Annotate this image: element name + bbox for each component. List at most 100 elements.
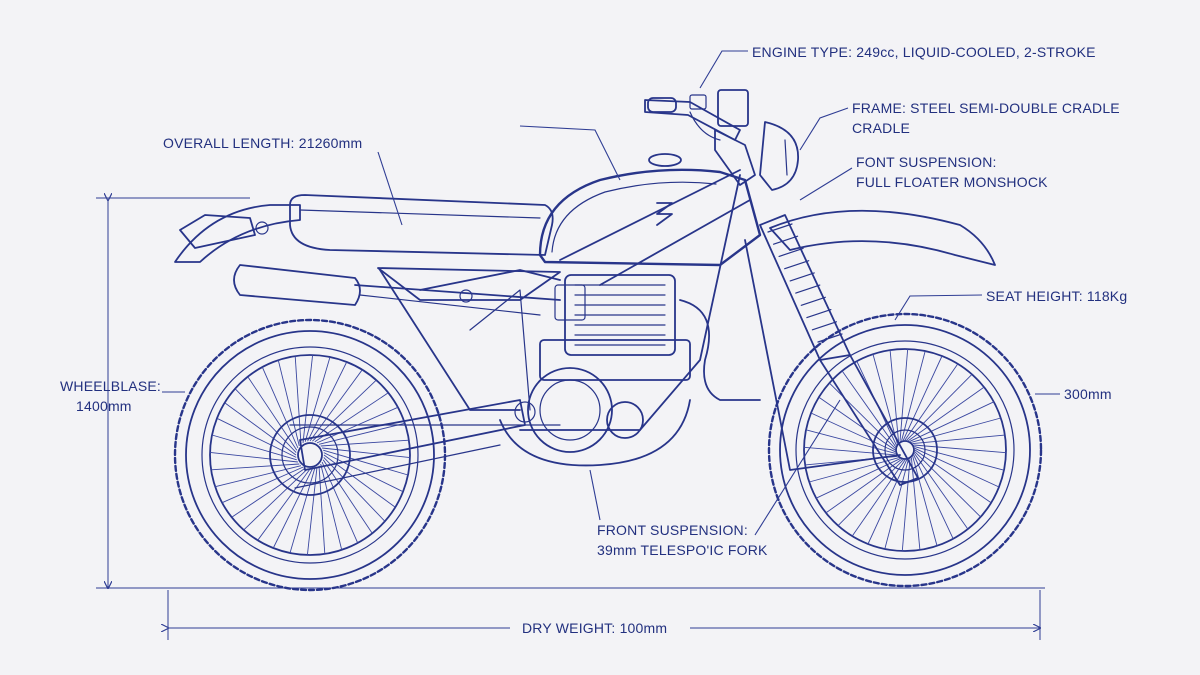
wheel-spoke <box>312 379 377 442</box>
front-suspension-label-line2: 39mm TELESPO'IC FORK <box>597 542 768 558</box>
wheel-spoke <box>914 446 1005 471</box>
wheel-spoke <box>914 449 992 504</box>
wheel-spoke <box>914 453 969 530</box>
engine <box>499 274 761 467</box>
wheel-spoke <box>872 354 898 444</box>
wheel-spoke <box>231 467 306 518</box>
frame-label-line2: CRADLE <box>852 120 910 136</box>
rear-suspension-label-line1: FONT SUSPENSION: <box>856 154 997 170</box>
wheel-spoke <box>323 454 396 508</box>
frame-label-line1: FRAME: STEEL SEMI-DOUBLE CRADLE <box>852 100 1120 116</box>
wheel-spoke <box>211 434 297 461</box>
front-wheel <box>767 312 1043 588</box>
wheel-spoke <box>216 417 297 458</box>
wheel-spoke <box>901 458 911 552</box>
wheel-spoke <box>224 402 297 456</box>
fork-boot-ring <box>772 235 799 245</box>
wheel-spoke <box>901 350 926 441</box>
fork-boot-ring <box>778 247 804 257</box>
wheel-spoke <box>289 468 316 554</box>
wheel-spoke <box>215 465 302 488</box>
wheel-spoke <box>899 348 909 442</box>
wheel-spoke <box>914 451 981 518</box>
headlight <box>759 121 799 191</box>
frame <box>379 169 751 431</box>
wheel-spoke <box>912 434 1005 445</box>
wheel-spoke <box>323 457 386 522</box>
wheel-spoke <box>309 369 363 442</box>
wheel-spoke <box>810 412 896 453</box>
handlebar-assembly <box>644 89 799 191</box>
swing-arm <box>289 399 561 489</box>
front-fork <box>744 214 919 486</box>
wheelbase-label-line2: 1400mm <box>76 398 132 414</box>
rear-wheel <box>173 318 447 592</box>
wheel-spoke <box>914 447 1000 488</box>
wheel-spoke <box>209 451 298 463</box>
wheel-spoke <box>320 439 409 447</box>
wheel-spoke <box>307 361 348 442</box>
wheel-spoke <box>818 396 896 451</box>
bodywork <box>174 194 561 303</box>
wheel-spoke <box>277 360 300 447</box>
wheel-spoke <box>321 461 359 544</box>
wheel-spoke <box>211 463 300 471</box>
wheel-spoke <box>323 449 409 476</box>
wheel-spoke <box>913 454 954 539</box>
wheel-spoke <box>318 422 405 445</box>
fork-boot-ring <box>806 309 832 319</box>
wheel-spoke <box>904 363 959 441</box>
wheel-spoke <box>314 392 389 443</box>
fuel-tank <box>538 153 762 267</box>
dimension-lines <box>96 198 1045 640</box>
fork-boot-ring <box>789 272 815 282</box>
exhaust <box>233 264 561 316</box>
wheel-spoke <box>261 366 299 449</box>
wheel-spoke <box>809 457 899 483</box>
wheel-spoke <box>323 452 404 493</box>
wheel-spoke <box>257 468 311 541</box>
fork-boot-ring <box>811 321 838 331</box>
wheel-spoke <box>302 354 314 443</box>
overall-length-label: OVERALL LENGTH: 21260mm <box>163 135 363 151</box>
wheel-spoke <box>867 459 908 545</box>
wheel-spoke <box>304 356 331 442</box>
wheel-spoke <box>243 468 308 531</box>
ground-clearance-label: 300mm <box>1064 386 1112 402</box>
wheel-spoke <box>841 370 896 447</box>
wheel-spoke <box>322 447 411 459</box>
wheel-spoke <box>829 382 896 449</box>
wheel-spoke <box>294 356 302 445</box>
wheel-spoke <box>320 463 343 550</box>
side-cover <box>377 267 561 301</box>
wheel-spoke <box>318 465 326 554</box>
fork-boot-ring <box>800 296 826 306</box>
engine-type-label: ENGINE TYPE: 249cc, LIQUID-COOLED, 2-STR… <box>752 44 1096 60</box>
wheel-spoke <box>912 456 938 546</box>
front-fender <box>769 209 996 266</box>
wheel-spoke <box>851 459 906 537</box>
brand-emblem-icon <box>656 202 673 226</box>
fork-boot-ring <box>817 333 843 343</box>
wheel-spoke <box>805 429 896 454</box>
wheel-spoke <box>910 457 921 550</box>
leader-lines <box>162 50 1060 536</box>
wheel-spoke <box>908 386 985 441</box>
wheel-spoke <box>909 401 994 442</box>
wheel-spoke <box>247 376 298 451</box>
rear-suspension-label-line2: FULL FLOATER MONSHOCK <box>856 174 1048 190</box>
wheel-spoke <box>889 350 900 443</box>
wheel-spoke <box>884 459 909 550</box>
dry-weight-label: DRY WEIGHT: 100mm <box>522 620 668 636</box>
fork-boot-ring <box>784 260 810 270</box>
wheel-spoke <box>911 417 1001 443</box>
wheel-spoke <box>902 355 943 441</box>
wheel-spoke <box>816 458 901 499</box>
wheel-spoke <box>803 446 897 456</box>
wheel-spoke <box>322 459 373 534</box>
wheel-spoke <box>906 374 973 441</box>
wheel-spoke <box>221 466 304 504</box>
wheel-spoke <box>913 444 1007 454</box>
